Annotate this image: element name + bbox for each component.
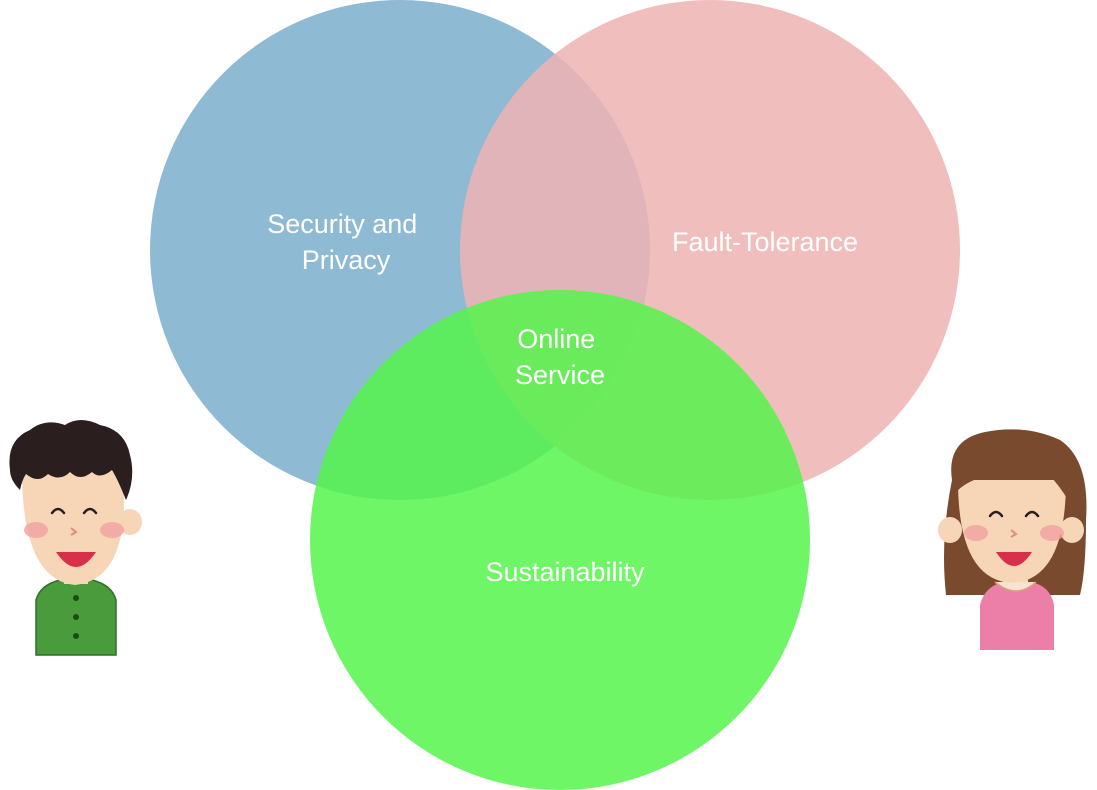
label-fault-tolerance: Fault-Tolerance bbox=[672, 227, 858, 257]
label-online-service: Online Service bbox=[515, 324, 605, 390]
label-fault-line1: Fault-Tolerance bbox=[672, 227, 858, 257]
label-center-line1: Online bbox=[517, 324, 595, 354]
label-center-line2: Service bbox=[515, 360, 605, 390]
label-security-line1: Security and bbox=[267, 209, 417, 239]
label-security-line2: Privacy bbox=[302, 245, 391, 275]
circle-sustainability bbox=[310, 290, 810, 790]
label-sustainability: Sustainability bbox=[485, 557, 645, 587]
label-sustain-line1: Sustainability bbox=[485, 557, 645, 587]
smiling-girl-icon bbox=[938, 429, 1087, 650]
label-security-privacy: Security and Privacy bbox=[267, 209, 425, 275]
smiling-boy-icon bbox=[9, 420, 142, 656]
